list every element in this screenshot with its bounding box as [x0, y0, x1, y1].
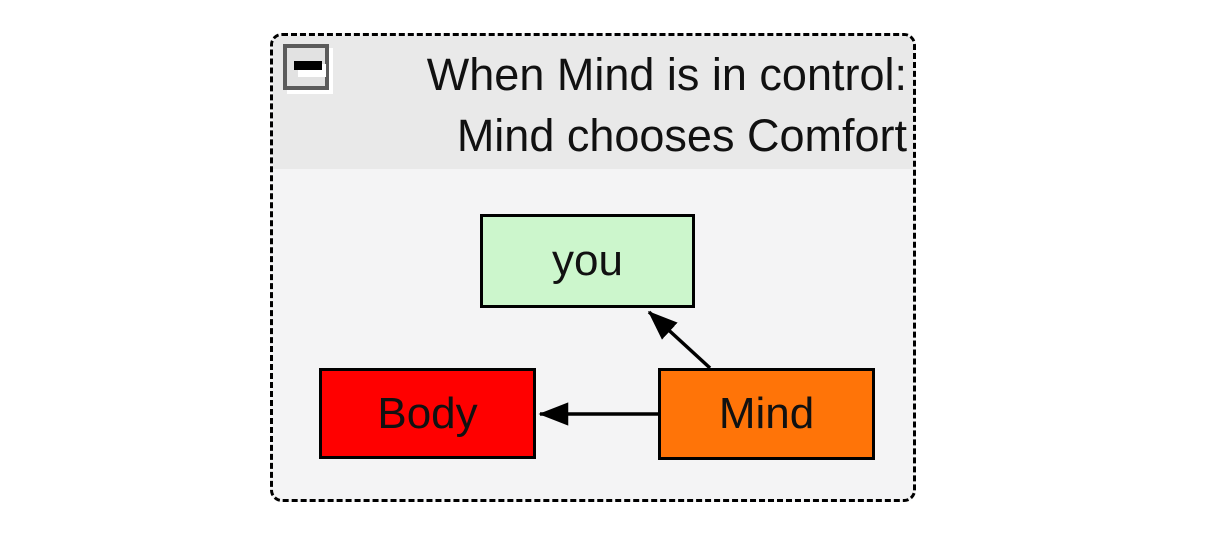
- node-body[interactable]: Body: [319, 368, 536, 459]
- collapsible-group: When Mind is in control: Mind chooses Co…: [270, 33, 916, 502]
- minus-icon-bar: [294, 61, 322, 70]
- edge-mind-to-you: [647, 310, 712, 370]
- group-title-line1: When Mind is in control:: [426, 49, 907, 100]
- node-mind-label: Mind: [718, 389, 815, 438]
- group-body: you Body Mind: [273, 169, 913, 499]
- minus-icon: [294, 61, 326, 77]
- group-title: When Mind is in control: Mind chooses Co…: [333, 44, 907, 166]
- node-mind[interactable]: Mind: [658, 368, 875, 460]
- edges-layer: [538, 310, 712, 426]
- collapse-button[interactable]: [283, 44, 329, 90]
- node-you-label: you: [552, 236, 623, 285]
- node-body-label: Body: [377, 388, 478, 438]
- node-you[interactable]: you: [480, 214, 695, 308]
- group-title-line2: Mind chooses Comfort: [456, 110, 907, 161]
- group-titlebar: When Mind is in control: Mind chooses Co…: [273, 36, 913, 169]
